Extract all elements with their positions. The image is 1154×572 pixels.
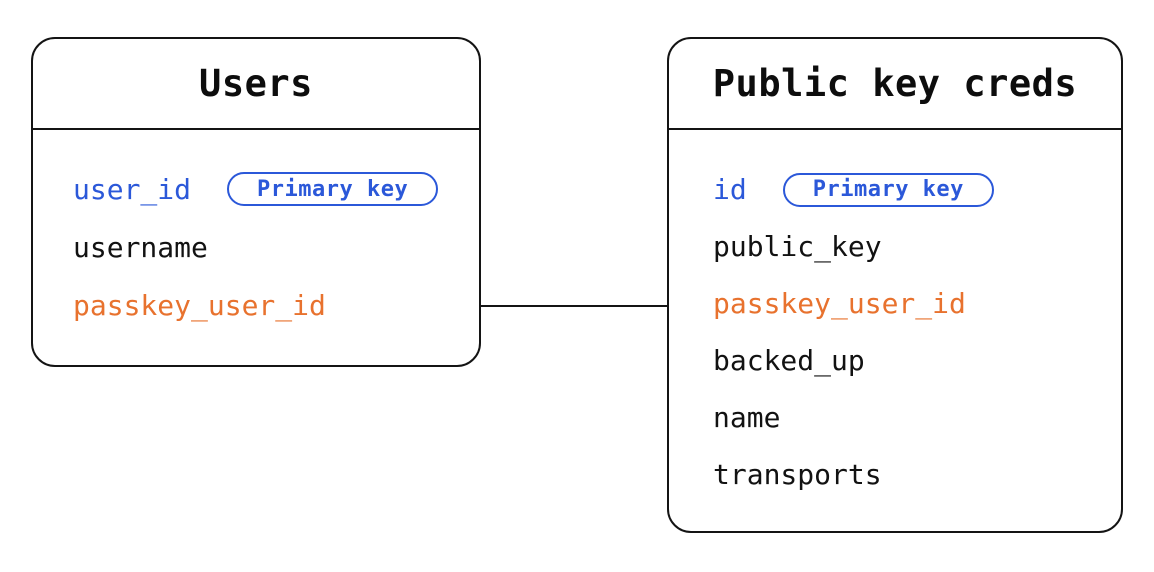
field-row-transports: transports — [713, 446, 1121, 503]
field-name-name: name — [713, 401, 781, 434]
relationship-line — [481, 305, 667, 307]
field-row-name: name — [713, 389, 1121, 446]
field-name-id: id — [713, 173, 747, 206]
field-name-public-key: public_key — [713, 230, 882, 263]
primary-key-badge: Primary key — [227, 172, 439, 206]
field-name-username: username — [73, 230, 208, 264]
primary-key-badge: Primary key — [782, 172, 994, 207]
field-row-user-id: user_id Primary key — [73, 160, 479, 218]
field-row-passkey-user-id: passkey_user_id — [73, 276, 479, 334]
field-name-passkey-user-id: passkey_user_id — [713, 287, 966, 320]
table-users: Users user_id Primary key username passk… — [31, 37, 481, 367]
field-name-user-id: user_id — [73, 172, 192, 206]
field-row-backed-up: backed_up — [713, 332, 1121, 389]
table-public-key-creds-fields: id Primary key public_key passkey_user_i… — [669, 130, 1121, 503]
field-name-transports: transports — [713, 458, 882, 491]
table-public-key-creds-title: Public key creds — [669, 39, 1121, 130]
table-public-key-creds: Public key creds id Primary key public_k… — [667, 37, 1123, 533]
field-row-public-key: public_key — [713, 218, 1121, 275]
field-name-passkey-user-id: passkey_user_id — [73, 288, 326, 322]
field-name-backed-up: backed_up — [713, 344, 865, 377]
field-row-passkey-user-id: passkey_user_id — [713, 275, 1121, 332]
table-users-fields: user_id Primary key username passkey_use… — [33, 130, 479, 334]
table-users-title: Users — [33, 39, 479, 130]
field-row-id: id Primary key — [713, 161, 1121, 218]
field-row-username: username — [73, 218, 479, 276]
